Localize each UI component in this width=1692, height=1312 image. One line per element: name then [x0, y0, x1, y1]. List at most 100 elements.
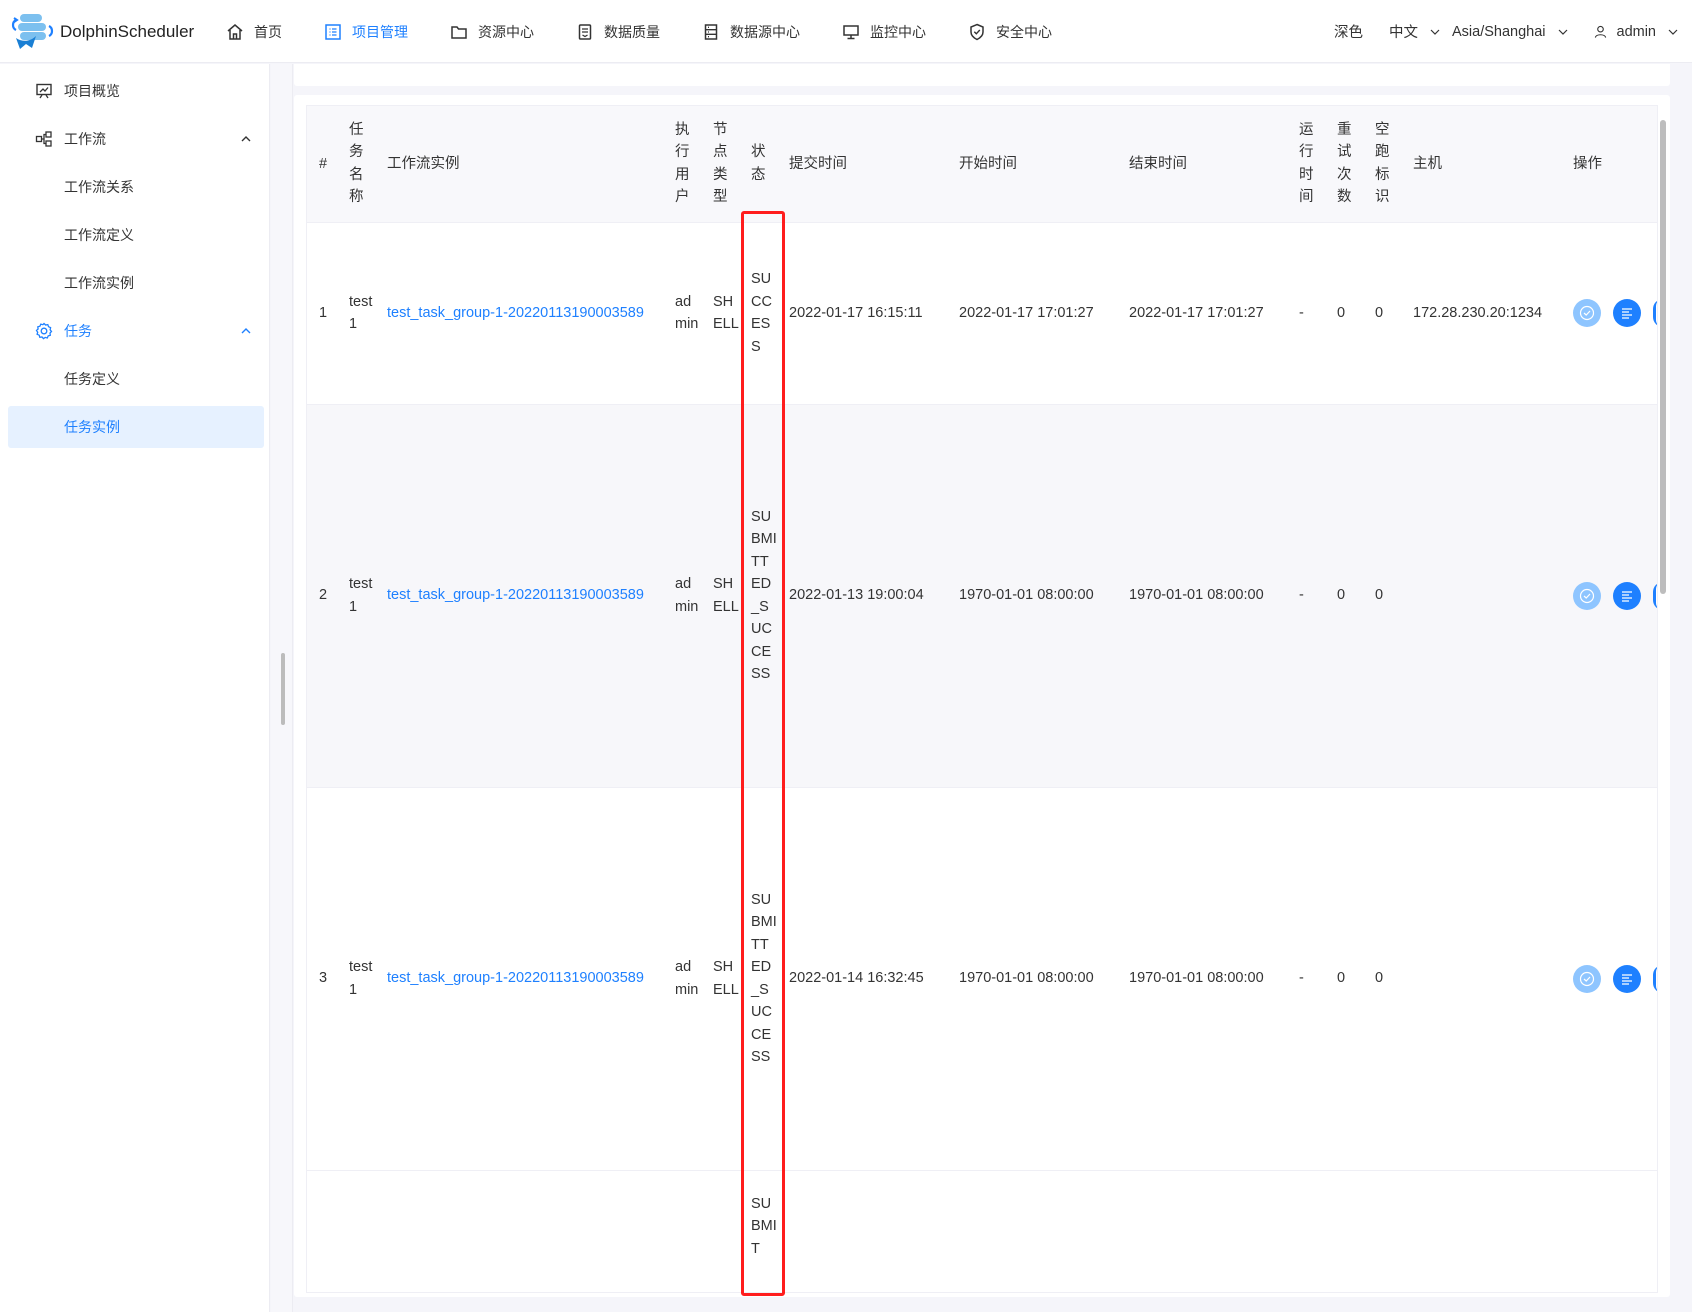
force-success-button[interactable] [1573, 299, 1601, 327]
table-row: 3 test1 test_task_group-1-20220113190003… [307, 787, 1657, 1171]
cell-dry-run: 0 [1369, 222, 1407, 405]
cell-index: 3 [307, 787, 343, 1171]
column-header-submit-time: 提交时间 [783, 106, 953, 223]
row-actions [1573, 299, 1657, 327]
sidebar-label: 工作流关系 [64, 179, 134, 195]
nav-project-management[interactable]: 项目管理 [324, 0, 408, 63]
column-header-operation: 操作 [1567, 106, 1657, 223]
app-name: DolphinScheduler [60, 22, 195, 41]
column-header-host: 主机 [1407, 106, 1567, 223]
cell-executor: admin [669, 222, 707, 405]
force-success-button[interactable] [1573, 581, 1601, 610]
nav-monitor-center[interactable]: 监控中心 [842, 0, 926, 63]
check-circle-icon [1579, 588, 1595, 603]
cell-start-time: 1970-01-01 08:00:00 [953, 787, 1123, 1171]
sidebar-item-workflow-instance[interactable]: 工作流实例 [8, 262, 264, 304]
chevron-up-icon [241, 136, 251, 142]
nav-label: 资源中心 [478, 23, 534, 40]
column-header-node-type: 节点类型 [707, 106, 745, 223]
nav-label: 数据质量 [604, 23, 660, 40]
cell-submit-time: 2022-01-14 16:32:45 [783, 787, 953, 1171]
check-circle-icon [1579, 971, 1595, 986]
view-log-button[interactable] [1613, 581, 1641, 610]
table-header-row: # 任务名称 工作流实例 执行用户 节点类型 状态 提交时间 开始时间 结束时间… [307, 106, 1657, 223]
project-list-icon [325, 23, 341, 40]
dolphin-logo-icon [11, 14, 54, 49]
app-logo[interactable]: DolphinScheduler [10, 12, 194, 52]
theme-toggle[interactable]: 深色 [1334, 21, 1363, 42]
language-label: 中文 [1388, 25, 1418, 41]
cell-retry-times: 0 [1331, 404, 1369, 788]
more-action-button[interactable] [1653, 581, 1657, 610]
sidebar-item-project-overview[interactable]: 项目概览 [8, 70, 264, 112]
cell-executor: admin [669, 787, 707, 1171]
workflow-instance-link[interactable]: test_task_group-1-20220113190003589 [387, 304, 644, 321]
column-header-workflow-instance: 工作流实例 [381, 106, 669, 223]
cell-executor: admin [669, 404, 707, 788]
sidebar-item-workflow[interactable]: 工作流 [8, 118, 264, 160]
workflow-icon [35, 131, 52, 147]
document-check-icon [578, 23, 592, 40]
user-name: admin [1616, 23, 1657, 40]
table-scrollbar-thumb[interactable] [1660, 120, 1666, 594]
column-header-executor: 执行用户 [669, 106, 707, 223]
cell-end-time: 2022-01-17 17:01:27 [1123, 222, 1293, 405]
workflow-instance-link[interactable]: test_task_group-1-20220113190003589 [387, 587, 644, 604]
cell-node-type: SHELL [707, 222, 745, 405]
timezone-select[interactable]: Asia/Shanghai [1452, 24, 1568, 40]
table-row: 2 test1 test_task_group-1-20220113190003… [307, 404, 1657, 788]
cell-end-time: 1970-01-01 08:00:00 [1123, 404, 1293, 788]
cell-dry-run: 0 [1369, 787, 1407, 1171]
cell-node-type: SHELL [707, 787, 745, 1171]
column-header-state: 状态 [745, 106, 783, 223]
force-success-button[interactable] [1573, 964, 1601, 993]
gear-icon [35, 322, 53, 340]
more-action-button[interactable] [1653, 299, 1657, 327]
user-menu[interactable]: admin [1594, 24, 1679, 40]
cell-executor [669, 1170, 707, 1292]
cell-index: 2 [307, 404, 343, 788]
sidebar-scrollbar-track [271, 64, 293, 1312]
column-header-duration: 运行时间 [1293, 106, 1331, 223]
nav-security-center[interactable]: 安全中心 [968, 0, 1052, 63]
nav-resource-center[interactable]: 资源中心 [450, 0, 534, 63]
sidebar-item-task[interactable]: 任务 [8, 310, 264, 352]
column-header-index: # [307, 106, 343, 223]
language-select[interactable]: 中文 [1389, 21, 1440, 42]
nav-label: 安全中心 [996, 23, 1052, 40]
cell-retry-times: 0 [1331, 222, 1369, 405]
table-row: SUBMIT [307, 1170, 1657, 1292]
view-log-button[interactable] [1613, 964, 1641, 993]
sidebar-item-workflow-definition[interactable]: 工作流定义 [8, 214, 264, 256]
cell-task-name: test1 [343, 787, 381, 1171]
sidebar-label: 任务实例 [64, 419, 120, 435]
align-left-icon [1622, 973, 1632, 985]
view-log-button[interactable] [1613, 299, 1641, 327]
nav-data-quality[interactable]: 数据质量 [576, 0, 660, 63]
workflow-instance-link[interactable]: test_task_group-1-20220113190003589 [387, 970, 644, 987]
sidebar-label: 任务 [64, 323, 92, 339]
more-action-button[interactable] [1653, 964, 1657, 993]
sidebar-item-workflow-relation[interactable]: 工作流关系 [8, 166, 264, 208]
chevron-up-icon [241, 328, 251, 334]
cell-workflow-instance [381, 1170, 669, 1292]
sidebar-item-task-instance[interactable]: 任务实例 [8, 406, 264, 448]
cell-duration: - [1293, 222, 1331, 405]
folder-icon [451, 25, 467, 39]
cell-dry-run: 0 [1369, 404, 1407, 788]
cell-node-type [707, 1170, 745, 1292]
nav-datasource-center[interactable]: 数据源中心 [702, 0, 800, 63]
sidebar-item-task-definition[interactable]: 任务定义 [8, 358, 264, 400]
column-header-start-time: 开始时间 [953, 106, 1123, 223]
user-icon [1594, 25, 1606, 38]
row-actions [1573, 581, 1657, 610]
check-circle-icon [1579, 305, 1595, 321]
cell-host: 172.28.230.20:1234 [1407, 222, 1567, 405]
cell-submit-time: 2022-01-17 16:15:11 [783, 222, 953, 405]
cell-task-name [343, 1170, 381, 1292]
top-header: DolphinScheduler 首页 项目管理 资源中心 数据质量 数据源中心… [0, 0, 1692, 63]
row-actions [1573, 964, 1657, 993]
cell-state: SUBMIT [745, 1170, 783, 1292]
nav-home[interactable]: 首页 [226, 0, 282, 63]
sidebar-scrollbar-thumb[interactable] [281, 653, 285, 725]
